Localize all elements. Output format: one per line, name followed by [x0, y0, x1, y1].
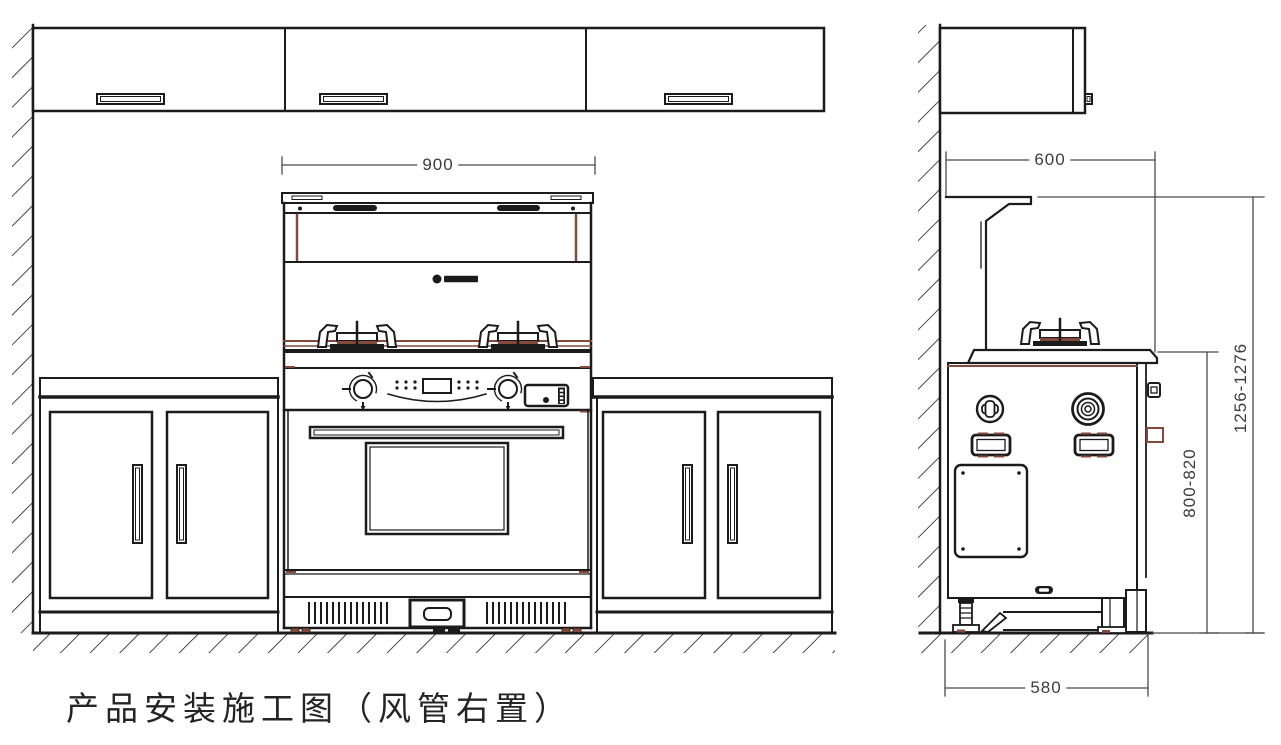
cooktop — [283, 320, 592, 353]
integrated-stove-side — [944, 195, 1164, 634]
left-knob — [342, 369, 383, 412]
cabinet-handle — [96, 93, 165, 105]
dimension-label-front-width: 900 — [417, 155, 459, 175]
wall-hatch-front — [12, 23, 35, 635]
side-button-panel — [523, 383, 570, 408]
gas-burner-right — [477, 320, 559, 351]
dimension-label-side-bottom-width: 580 — [1025, 678, 1067, 698]
upper-cabinet-row — [31, 26, 826, 113]
bottom-vent-grille — [282, 598, 593, 630]
floor-hatch-side — [918, 631, 1265, 653]
stove-feet — [290, 627, 582, 633]
side-view — [918, 23, 1265, 697]
integrated-stove-front — [281, 192, 594, 633]
drawing-caption: 产品安装施工图（风管右置） — [66, 692, 573, 728]
base-frame-side — [952, 597, 1127, 634]
cabinet-handle — [727, 464, 738, 544]
dimension-label-counter-height: 800-820 — [1180, 448, 1199, 518]
hood-side-profile — [944, 195, 1033, 354]
dim-counter-height — [1157, 351, 1219, 634]
cabinet-handle — [132, 464, 143, 544]
panel-swoosh — [387, 393, 487, 403]
cabinet-handle — [664, 93, 733, 105]
gas-connector — [1146, 427, 1164, 443]
indicator-dots — [395, 380, 479, 390]
cabinet-handle — [319, 93, 388, 105]
hood-glass-panel — [283, 213, 592, 263]
brand-logo-icon — [432, 274, 478, 284]
floor-hatch-front — [31, 631, 837, 653]
connector-inlet — [1073, 432, 1115, 458]
dim-side-top-width — [945, 151, 1156, 353]
gas-burner-side — [1019, 317, 1101, 348]
hood-vent-strip — [283, 205, 592, 214]
cabinet-handle — [176, 464, 187, 544]
display-window — [422, 378, 452, 394]
right-knob — [487, 369, 528, 412]
duct-knob — [1071, 392, 1105, 426]
base-cabinet-left — [38, 377, 280, 634]
cabinet-handle — [682, 464, 693, 544]
cabinet-latch — [1084, 93, 1093, 105]
dim-overall-height — [1037, 196, 1265, 634]
valve-knob — [975, 394, 1005, 424]
oven-handle — [308, 425, 565, 440]
dimension-label-side-top-width: 600 — [1029, 150, 1071, 170]
upper-cabinet-side — [938, 26, 1093, 115]
gas-burner-left — [316, 320, 398, 351]
side-clip — [1147, 382, 1161, 398]
control-panel — [282, 366, 593, 413]
front-view — [12, 23, 837, 653]
connector-inlet — [970, 432, 1012, 458]
oven-window — [364, 441, 510, 536]
base-cabinet-right — [591, 377, 834, 634]
oven-door — [283, 409, 592, 598]
dimension-label-overall-height: 1256-1276 — [1231, 342, 1250, 434]
countertop-side — [966, 348, 1159, 365]
wall-hatch-side — [918, 23, 942, 635]
access-panel — [953, 463, 1029, 559]
